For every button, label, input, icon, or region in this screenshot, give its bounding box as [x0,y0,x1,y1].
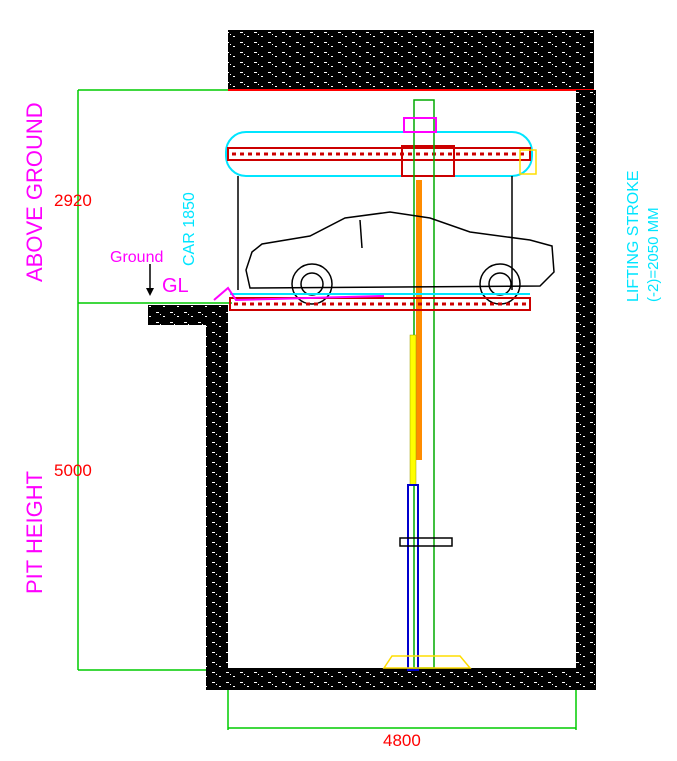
upper-guide-yellow [519,149,537,175]
lift-column [382,99,472,671]
lifting-stroke-value: (-2)=2050 MM [645,207,662,302]
lower-beam [229,297,531,311]
pit-floor [206,668,596,690]
upper-carriage [401,145,455,177]
ground-arrow [146,264,154,296]
upper-beam [227,147,531,161]
column-orange [416,180,422,460]
ground-label: Ground [110,249,163,266]
column-base-yellow [382,655,472,669]
gl-label: GL [162,275,189,297]
column-clamp [399,537,453,547]
pit-height-dimension: 5000 [54,461,92,480]
right-wall [576,90,596,690]
car-wheel-front [291,263,333,305]
left-pit-wall [206,305,228,690]
lower-platform [213,286,531,311]
car-height-label: CAR 1850 [181,192,198,266]
cylinder-yellow [409,334,417,486]
upper-platform [225,131,537,290]
car-hub-front [300,272,324,296]
car-hub-rear [488,272,512,296]
cylinder-blue [407,484,419,671]
pit-height-label: PIT HEIGHT [22,471,47,594]
lifting-stroke-label: LIFTING STROKE [625,170,642,302]
car-window-line [359,219,363,249]
structure [148,30,596,690]
pit-width-dimension: 4800 [383,731,421,750]
dimension-lines [77,89,577,730]
column-top-magenta [403,117,437,133]
ramp-magenta [213,286,385,302]
car-body-outline [245,211,555,289]
car [245,211,555,305]
above-ground-label: ABOVE GROUND [22,102,47,282]
roof-slab [228,30,594,90]
above-ground-dimension: 2920 [54,191,92,210]
upper-platform-frame [225,131,533,177]
